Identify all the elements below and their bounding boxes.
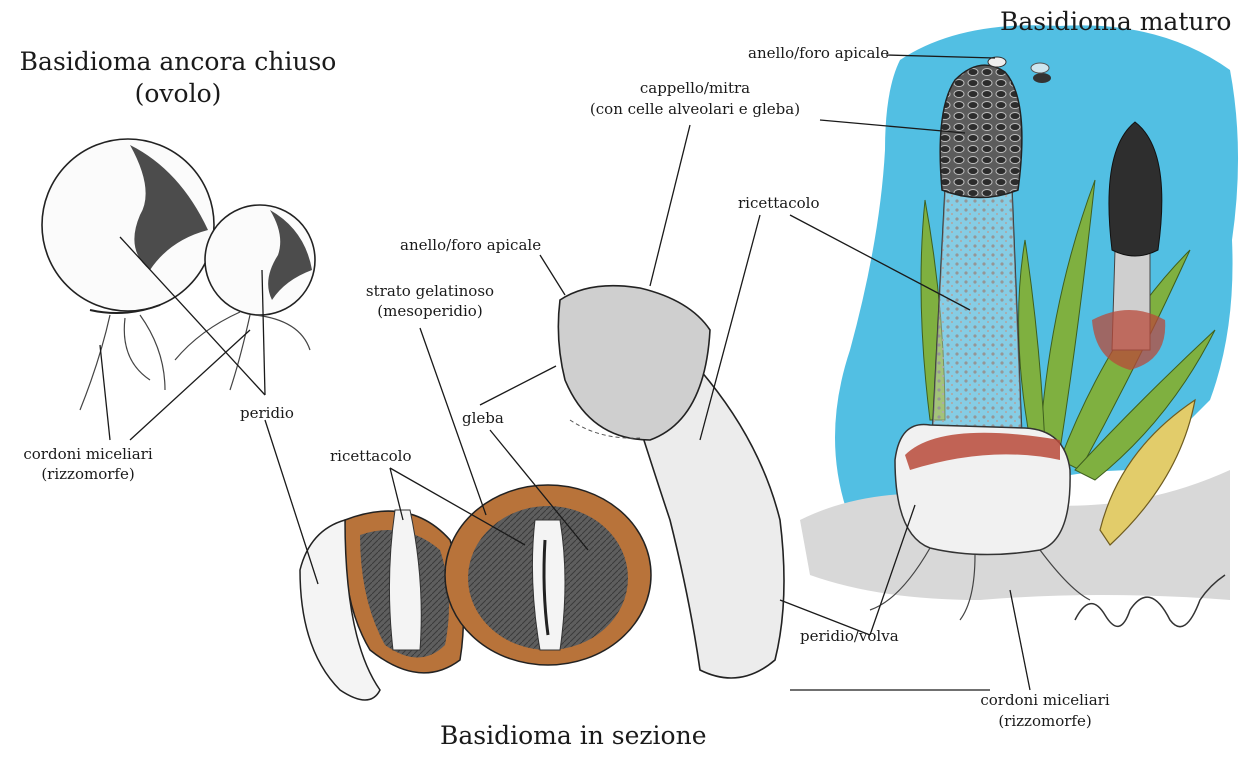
egg-section-right — [445, 485, 651, 665]
title-mature: Basidioma maturo — [1000, 8, 1231, 37]
label-cordoni-right-sub: (rizzomorfe) — [960, 713, 1130, 730]
label-cordoni-left-sub: (rizzomorfe) — [8, 466, 168, 483]
label-anello-top: anello/foro apicale — [748, 45, 889, 62]
label-cappello-sub: (con celle alveolari e gleba) — [570, 101, 820, 118]
label-peridio: peridio — [240, 405, 294, 422]
label-anello-mid: anello/foro apicale — [400, 237, 541, 254]
title-section: Basidioma in sezione — [440, 722, 707, 751]
label-cappello: cappello/mitra — [570, 80, 820, 97]
label-ricettacolo-section: ricettacolo — [330, 448, 412, 465]
label-strato-sub: (mesoperidio) — [345, 303, 515, 320]
label-ricettacolo-mature: ricettacolo — [738, 195, 820, 212]
label-cordoni-left: cordoni miceliari — [8, 446, 168, 463]
egg-large — [42, 139, 214, 410]
label-cordoni-right: cordoni miceliari — [960, 692, 1130, 709]
label-peridio-volva: peridio/volva — [800, 628, 899, 645]
title-closed-sub: (ovolo) — [8, 80, 348, 109]
label-strato: strato gelatinoso — [345, 283, 515, 300]
label-gleba: gleba — [462, 410, 504, 427]
egg-section-left — [300, 510, 463, 700]
title-closed: Basidioma ancora chiuso — [8, 48, 348, 77]
